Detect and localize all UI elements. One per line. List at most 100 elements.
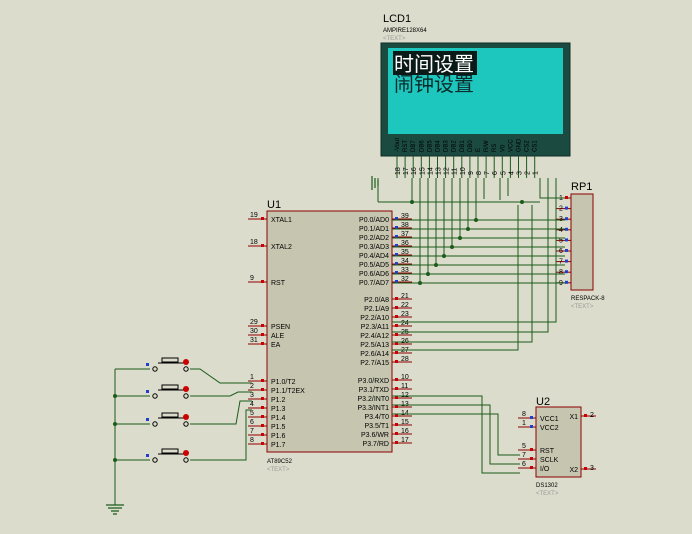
lcd-pin-name: GND [517,138,523,152]
mcu-part: AT89C52 [267,459,293,465]
lcd-pin-8[interactable]: E8 [476,148,483,178]
rtc-component[interactable]: U2 DS1302 <TEXT> 8VCC11VCC25RST7SCLK6I/O… [518,396,596,497]
mcu-pin-4[interactable]: 4P1.3 [248,401,286,413]
mcu-pin-5[interactable]: 5P1.4 [248,410,286,422]
rtc-body [535,406,582,478]
wire-vout [378,178,413,203]
pin-name: P3.7/RD [363,441,389,448]
pin-num: 32 [401,276,409,283]
lcd-pin-5[interactable]: V05 [500,144,507,178]
mcu-text-tag: <TEXT> [267,467,290,473]
respack-pin-5[interactable]: 5 [556,237,571,244]
push-button-1[interactable] [146,357,189,372]
pin-marker [146,418,149,421]
contact-right [183,393,189,399]
pin-num: 39 [401,213,409,220]
push-button-4[interactable] [146,448,189,463]
pin-marker [261,324,264,327]
pin-num: 33 [401,267,409,274]
lcd-pin-6[interactable]: RS6 [492,144,499,178]
ground-icon-buttons [106,504,124,515]
push-button-3[interactable] [146,412,189,427]
mcu-pin-7[interactable]: 7P1.6 [248,428,286,440]
respack-pin-2[interactable]: 2 [556,206,571,213]
mcu-pin-3[interactable]: 3P1.2 [248,392,286,404]
pin-name: P0.7/AD7 [359,280,389,287]
lcd-pin-3[interactable]: GND 3 [517,138,524,178]
pin-name: P2.5/A13 [360,342,389,349]
respack-pin-6[interactable]: 6 [556,248,571,255]
lcd-pin-7[interactable]: R/W7 [484,140,491,178]
push-button-2[interactable] [146,384,189,399]
mcu-pin-2[interactable]: 2P1.1/T2EX [248,383,305,395]
respack-pin-4[interactable]: 4 [556,227,571,234]
pin-num: 3 [590,465,594,472]
lcd-pin-num: 9 [468,171,475,175]
respack-pin-8[interactable]: 8 [556,269,571,276]
rtc-pin-6[interactable]: 6I/O [518,461,550,473]
pin-name: P2.2/A10 [360,315,389,322]
button-cap [161,412,179,418]
pin-num: 34 [401,258,409,265]
lcd-pin-num: 3 [517,171,524,175]
mcu-pin-1[interactable]: 1P1.0/T2 [248,374,296,386]
lcd-text-tag: <TEXT> [383,36,406,42]
mcu-ref: U1 [267,199,281,211]
lcd-component[interactable]: LCD1 AMPIRE128X64 <TEXT> 时间设置 闹钟设置 -Vout… [380,13,571,178]
lcd-pin-num: 13 [436,167,443,175]
pin-marker [530,457,533,460]
pin-num: 15 [401,419,409,426]
respack-pin-7[interactable]: 7 [556,259,571,266]
pin-name: P3.6/WR [361,432,389,439]
mcu-pin-6[interactable]: 6P1.5 [248,419,286,431]
mcu-pin-8[interactable]: 8P1.7 [248,437,286,449]
